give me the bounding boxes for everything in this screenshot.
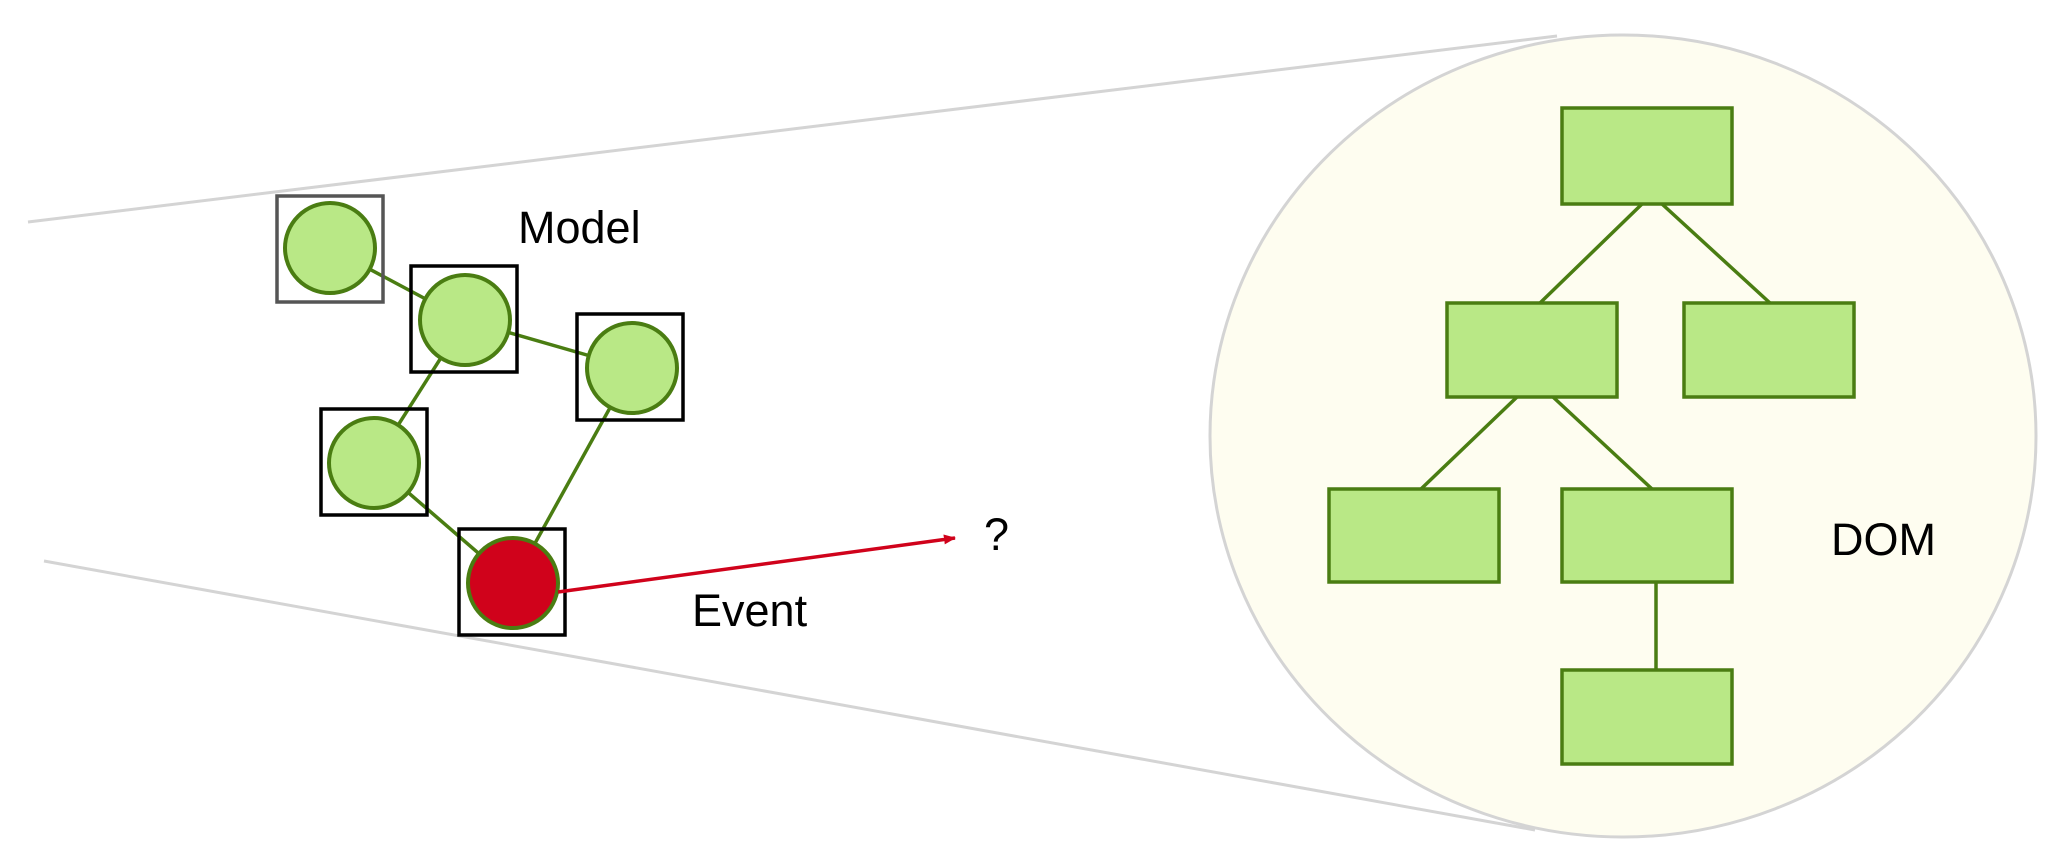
model-node	[418, 273, 512, 367]
model-node	[327, 416, 421, 510]
model-label: Model	[518, 202, 641, 253]
model-frames	[275, 194, 685, 637]
event-label: Event	[692, 585, 808, 636]
dom-node	[1682, 301, 1856, 399]
node-frame	[319, 407, 429, 517]
question-label: ?	[984, 509, 1009, 560]
node-frame	[575, 312, 685, 422]
node-frame	[409, 264, 519, 374]
dom-node-root	[1560, 106, 1734, 206]
dom-lens	[1208, 33, 2038, 839]
event-arrow	[557, 534, 956, 594]
dom-node	[1327, 487, 1501, 584]
dom-node	[1560, 487, 1734, 584]
model-node	[283, 201, 377, 295]
dom-node	[1560, 668, 1734, 766]
model-nodes	[283, 201, 679, 630]
model-node	[585, 321, 679, 415]
dom-node	[1445, 301, 1619, 399]
zoom-line-top	[27, 34, 1558, 224]
dom-nodes	[1327, 106, 1856, 766]
event-node	[466, 536, 560, 630]
dom-edge	[1538, 202, 1644, 305]
dom-label: DOM	[1831, 514, 1936, 565]
dom-edges	[1419, 202, 1772, 670]
node-frame	[457, 527, 567, 637]
dom-edge	[1551, 395, 1654, 491]
zoom-line-bottom	[43, 559, 1536, 832]
dom-edge	[1660, 202, 1772, 305]
dom-edge	[1419, 395, 1519, 491]
node-frame	[275, 194, 385, 304]
